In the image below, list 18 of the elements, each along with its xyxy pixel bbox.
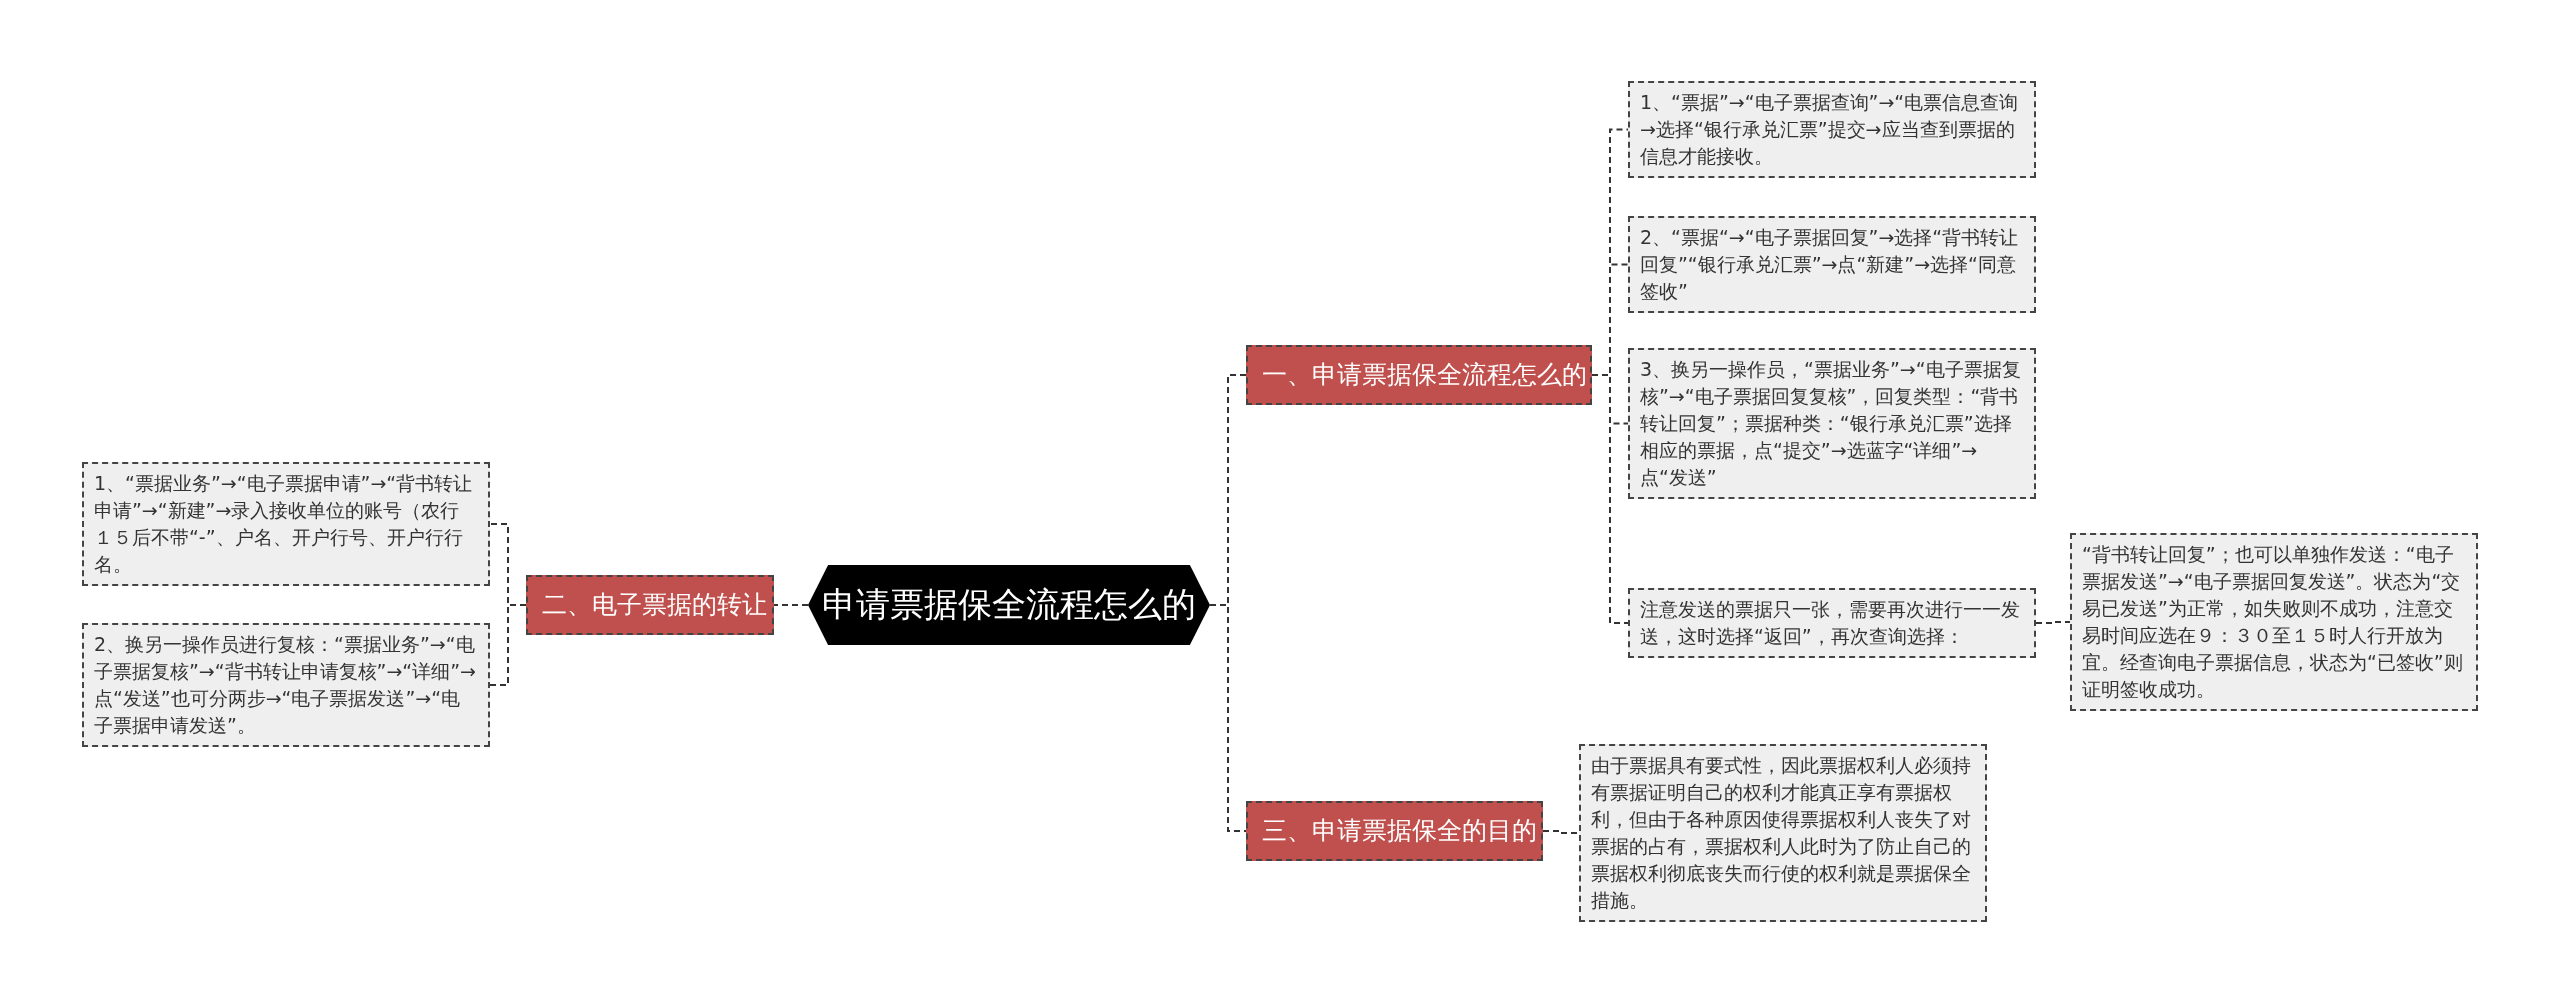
connector-line (1209, 604, 1247, 832)
central-topic: 申请票据保全流程怎么的 (808, 565, 1210, 645)
topic-box: 一、申请票据保全流程怎么的 (1246, 345, 1592, 405)
note-box: 3、换另一操作员，“票据业务”→“电子票据复核”→“电子票据回复复核”，回复类型：“背书转让回复”；票据种类：“银行承兑汇票”选择相应的票据，点“提交”→选蓝字“详细”→点“发送” (1628, 347, 2036, 499)
note-box: 1、“票据业务”→“电子票据申请”→“背书转让申请”→“新建”→录入接收单位的账号（农行１５后不带“-”、户名、开户行号、开户行行名。 (82, 462, 490, 586)
note-box: 由于票据具有要式性，因此票据权利人必须持有票据证明自己的权利才能真正享有票据权利，但由于各种原因使得票据权利人丧失了对票据的占有，票据权利人此时为了防止自己的票据权利彻底丧失而行使的权利就是票据保全措施。 (1579, 744, 1987, 922)
note-box: 2、“票据“→“电子票据回复”→选择“背书转让回复”“银行承兑汇票”→点“新建”→选择“同意签收” (1628, 215, 2036, 313)
topic-box: 二、电子票据的转让 (526, 575, 774, 635)
note-box: 注意发送的票据只一张，需要再次进行一一发送，这时选择“返回”，再次查询选择： (1628, 588, 2036, 658)
note-box: 2、换另一操作员进行复核：“票据业务”→“电子票据复核”→“背书转让申请复核”→“详细”→点“发送”也可分两步→“电子票据发送”→“电子票据申请发送”。 (82, 623, 490, 747)
connector-line (489, 604, 527, 686)
connector-line (773, 604, 809, 606)
note-box: 1、“票据”→“电子票据查询”→“电票信息查询→选择“银行承兑汇票”提交→应当查到票据的信息才能接收。 (1628, 80, 2036, 178)
connector-line (1591, 374, 1629, 624)
connector-line (2035, 621, 2071, 624)
topic-box: 三、申请票据保全的目的 (1246, 801, 1543, 861)
connector-line (1542, 830, 1580, 834)
note-box: “背书转让回复”；也可以单独作发送：“电子票据发送”→“电子票据回复发送”。状态为“交易已发送”为正常，如失败则不成功，注意交易时间应选在９：３０至１５时人行开放为宜。经查询电子票据信息，状态为“已签收”则证明签收成功。 (2070, 533, 2478, 711)
